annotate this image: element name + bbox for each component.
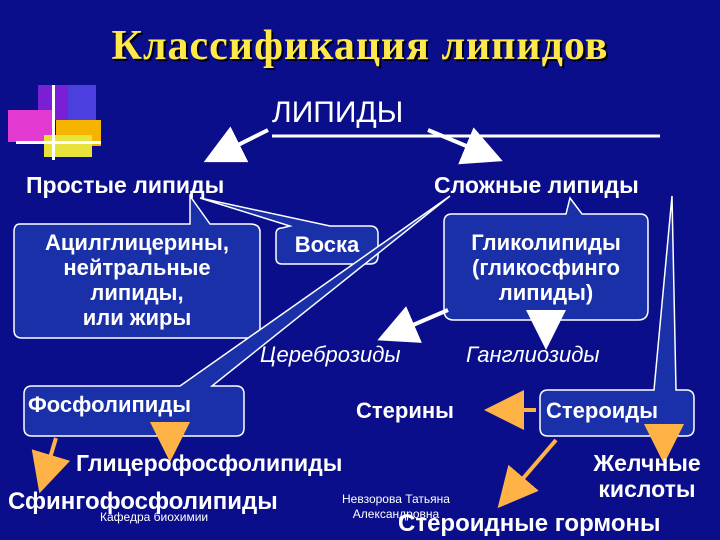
footer-department: Кафедра биохимии (100, 510, 208, 524)
node-waxes: Воска (276, 232, 378, 257)
arrow-glyco-to-cerebrosides (392, 310, 448, 334)
node-phospholipids: Фосфолипиды (28, 392, 191, 418)
node-steroids: Стероиды (546, 398, 658, 424)
page-title: Классификация липидов (0, 22, 720, 70)
node-sterols: Стерины (356, 398, 454, 424)
node-complex-lipids: Сложные липиды (434, 172, 639, 199)
arrow-steroids-to-hormones (508, 440, 556, 496)
node-bile-acids: Желчные кислоты (576, 450, 718, 502)
node-lipids-root: ЛИПИДЫ (272, 96, 403, 130)
node-glycerophospholipids: Глицерофосфолипиды (76, 450, 342, 477)
arrow-phospho-to-sphingophospho (44, 438, 56, 478)
arrow-root-to-simple (218, 130, 268, 155)
node-acylglycerides: Ацилглицерины, нейтральные липиды, или ж… (14, 230, 260, 330)
arrow-root-to-complex (428, 130, 488, 155)
node-cerebrosides: Цереброзиды (260, 342, 401, 368)
node-gangliosides: Ганглиозиды (466, 342, 600, 368)
node-glycolipids: Гликолипиды (гликосфинго липиды) (444, 230, 648, 305)
footer-author: Невзорова Татьяна Александровна (336, 492, 456, 522)
node-simple-lipids: Простые липиды (26, 172, 224, 199)
